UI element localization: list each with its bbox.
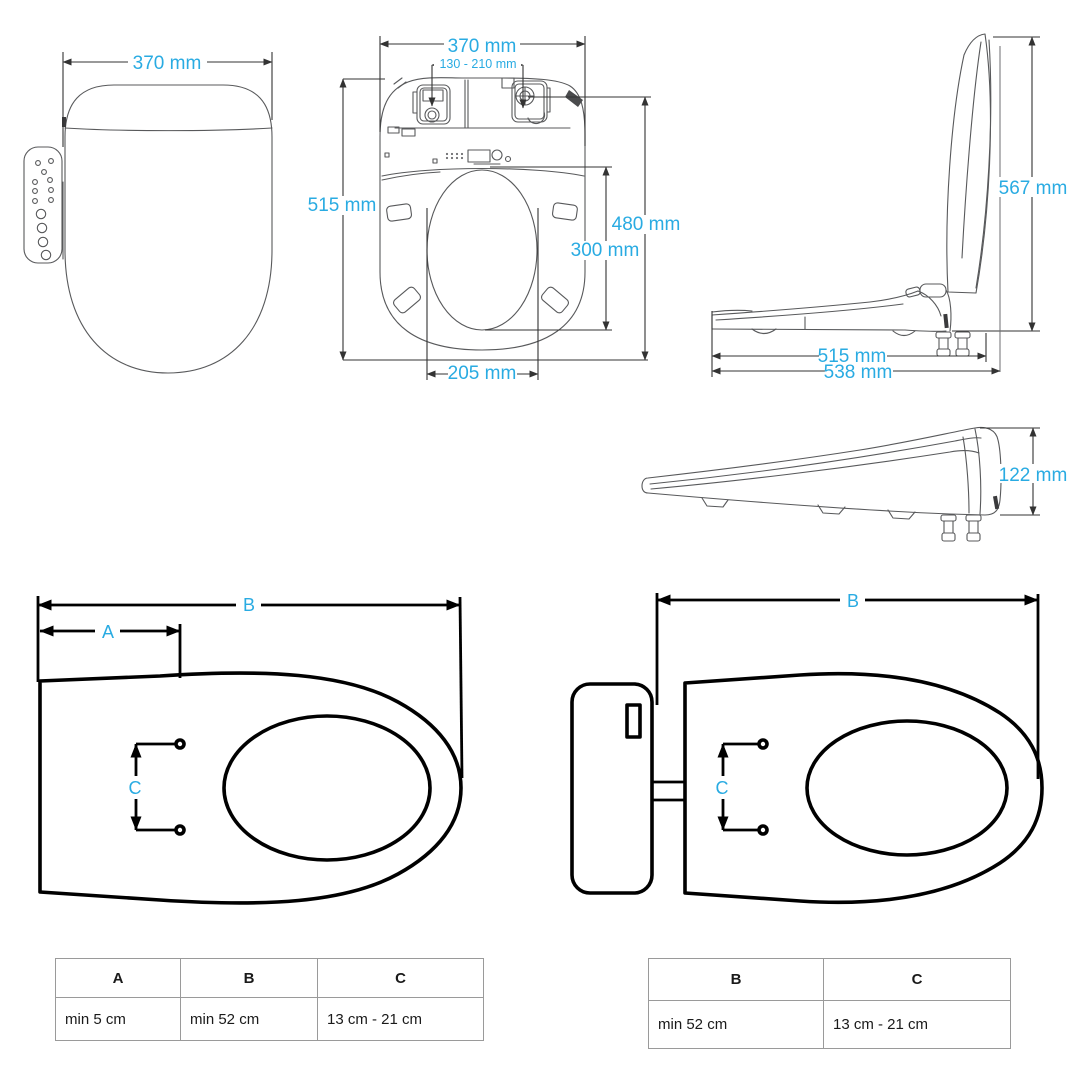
hinge-mark [62, 117, 66, 127]
base-depth-label: 515 mm [818, 346, 887, 367]
install-c-label-tank: C [716, 778, 729, 798]
dim-label-bg [444, 36, 520, 55]
header-a: A [55, 958, 181, 998]
control-panel-buttons [32, 158, 54, 261]
install-a-label: A [102, 622, 114, 642]
water-inlets-closed [940, 514, 982, 542]
dim-label-bg [999, 464, 1067, 483]
dim-label-bg [448, 364, 517, 383]
dim-label-bg [825, 363, 893, 380]
hinge-range-label: 130 - 210 mm [439, 57, 516, 71]
lid-seam-line [64, 127, 273, 132]
right-mount-compartment [511, 80, 551, 125]
mount-hole-top [174, 738, 186, 750]
opening-width-label: 205 mm [448, 363, 517, 384]
value-c: 13 cm - 21 cm [823, 1000, 1011, 1049]
dim-label-bg [840, 589, 865, 611]
table-header-row: A B C [55, 958, 484, 998]
top-view-open: 370 mm 130 - 210 mm 515 mm 480 mm 300 mm… [308, 36, 681, 384]
open-view-dimensions [339, 36, 651, 380]
value-c: 13 cm - 21 cm [317, 997, 484, 1041]
header-b: B [648, 958, 824, 1001]
header-c: C [823, 958, 1011, 1001]
body-outline [379, 77, 586, 351]
hole-to-front-label: 480 mm [612, 214, 681, 235]
damper-mark [565, 90, 583, 107]
table-value-row: min 52 cm 13 cm - 21 cm [648, 1000, 1011, 1049]
seal-mark [992, 495, 1000, 510]
side-control-panel [23, 146, 63, 264]
rear-foot [892, 330, 916, 337]
dim-label-bg [95, 620, 120, 642]
dim-label-bg [611, 215, 681, 234]
water-inlets [935, 331, 971, 357]
side-view-open: 567 mm 515 mm 538 mm [711, 33, 1068, 383]
install-b-label-tank: B [847, 591, 859, 611]
seat-lid-outline [64, 84, 273, 374]
value-a: min 5 cm [55, 997, 181, 1041]
bumper-pads [386, 202, 578, 314]
closed-height-label: 122 mm [999, 465, 1068, 486]
closed-body-outline [641, 426, 1002, 516]
header-b: B [180, 958, 318, 998]
tank-right-edge [945, 289, 952, 332]
bowl-outline-tank [683, 671, 1044, 905]
feet [701, 497, 916, 520]
install-table-standard: A B C min 5 cm min 52 cm 13 cm - 21 cm [55, 958, 484, 1041]
install-diagram-standard: B A C [36, 593, 464, 905]
seat-front-curve [381, 167, 585, 177]
top-view-closed: 370 mm [23, 52, 273, 374]
total-depth-label: 538 mm [824, 362, 893, 383]
open-length-label: 515 mm [308, 195, 377, 216]
install-table-tank: B C min 52 cm 13 cm - 21 cm [648, 958, 1011, 1049]
install-b-label: B [243, 595, 255, 615]
cistern-button [625, 703, 642, 739]
dim-label-bg [999, 177, 1067, 197]
bowl-outline [38, 671, 463, 905]
front-foot [751, 328, 777, 335]
side-view-closed: 122 mm [641, 426, 1068, 542]
base-top-edge [711, 290, 919, 316]
corner-hatch [393, 77, 407, 89]
header-c: C [317, 958, 484, 998]
install-dimensions [36, 596, 464, 832]
nozzle-detail-cluster [384, 149, 512, 165]
mount-hole-bottom [174, 824, 186, 836]
dim-label-bg [710, 776, 733, 799]
mount-hole-top [757, 738, 769, 750]
bowl-opening [222, 714, 432, 862]
closed-width-label: 370 mm [133, 53, 202, 74]
bowl-opening-tank [805, 719, 1009, 857]
seal-mark [943, 313, 949, 329]
base-bottom-edge [711, 328, 947, 332]
value-b: min 52 cm [648, 1000, 824, 1049]
install-c-label: C [129, 778, 142, 798]
hinge-cover [919, 283, 947, 298]
mount-hole-bottom [757, 824, 769, 836]
seat-opening [426, 169, 538, 331]
dim-label-bg [123, 776, 146, 799]
dim-label-bg [819, 347, 887, 365]
dim-label-bg [571, 241, 641, 260]
dim-label-bg [236, 593, 261, 615]
dim-label-bg [308, 196, 378, 215]
install-diagram-tank: B C [570, 589, 1044, 905]
table-header-row: B C [648, 958, 1011, 1001]
value-b: min 52 cm [180, 997, 318, 1041]
dim-label-bg [434, 56, 521, 70]
open-height-label: 567 mm [999, 178, 1068, 199]
side-open-dimensions [711, 36, 1040, 377]
open-width-label: 370 mm [448, 36, 517, 57]
opening-length-label: 300 mm [571, 240, 640, 261]
dim-label-bg [128, 52, 207, 72]
table-value-row: min 5 cm min 52 cm 13 cm - 21 cm [55, 997, 484, 1041]
